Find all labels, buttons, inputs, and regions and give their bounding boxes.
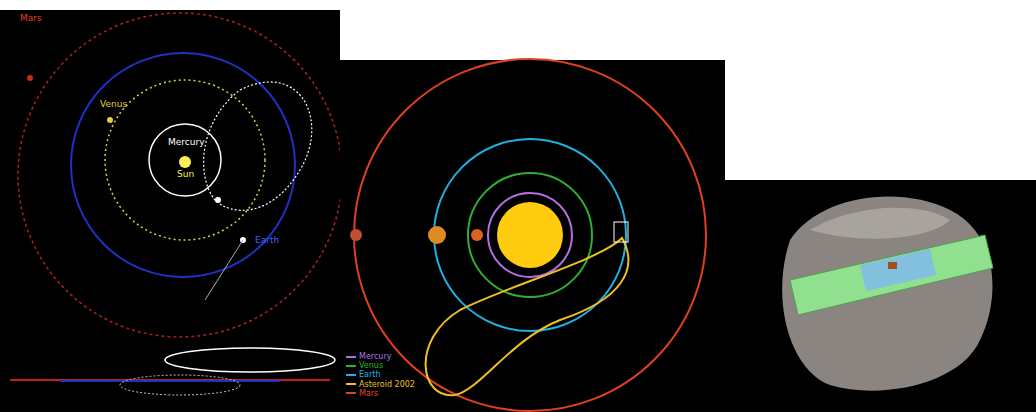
spacecraft — [614, 222, 628, 242]
asteroid-shade — [810, 208, 950, 239]
mercury-orbit — [149, 124, 221, 196]
asteroid-orbit — [426, 238, 629, 395]
legend-swatch — [346, 392, 356, 394]
mars-orbit — [354, 59, 706, 411]
side-view-orbit — [120, 375, 240, 395]
coverage-strip — [860, 249, 936, 291]
venus-orbit — [105, 80, 265, 240]
asteroid-orbit — [204, 82, 312, 210]
planet-label: Venus — [100, 100, 127, 110]
side-view — [10, 379, 330, 381]
sun — [497, 202, 563, 268]
legend-swatch — [346, 365, 356, 367]
planet — [350, 229, 362, 241]
legend-row: Mars — [346, 389, 415, 398]
mercury-orbit — [488, 193, 572, 277]
mars-orbit — [18, 13, 342, 337]
planet-label: Mars — [20, 14, 42, 24]
legend-row: Earth — [346, 370, 415, 379]
spacecraft — [888, 262, 897, 269]
legend-swatch — [346, 356, 356, 358]
earth-orbit — [71, 53, 295, 277]
sun — [179, 156, 191, 168]
planet — [27, 75, 33, 81]
legend-row: Mercury — [346, 352, 415, 361]
planet-label: Sun — [177, 170, 194, 180]
legend-text: Earth — [359, 370, 380, 379]
planet — [107, 117, 113, 123]
planet — [471, 229, 483, 241]
planet — [215, 197, 221, 203]
panel-bg — [725, 180, 1036, 412]
earth-orbit — [434, 139, 626, 331]
planet-label: Mercury — [168, 138, 204, 148]
legend-row: Venus — [346, 361, 415, 370]
legend-text: Mercury — [359, 352, 391, 361]
legend-row: Asteroid 2002 — [346, 380, 415, 389]
panel-bg — [340, 60, 725, 412]
side-view-orbit — [165, 348, 335, 372]
planet-label: Earth — [255, 236, 279, 246]
panel-bg — [0, 10, 340, 412]
planet — [428, 226, 446, 244]
leader — [205, 240, 243, 300]
venus-orbit — [468, 173, 592, 297]
legend-text: Venus — [359, 361, 383, 370]
side-view — [60, 380, 280, 382]
legend-swatch — [346, 383, 356, 385]
legend-text: Mars — [359, 389, 378, 398]
legend-swatch — [346, 374, 356, 376]
coverage-strip — [790, 235, 993, 315]
asteroid — [782, 197, 992, 391]
legend: MercuryVenusEarthAsteroid 2002Mars — [346, 352, 415, 398]
legend-text: Asteroid 2002 — [359, 380, 415, 389]
